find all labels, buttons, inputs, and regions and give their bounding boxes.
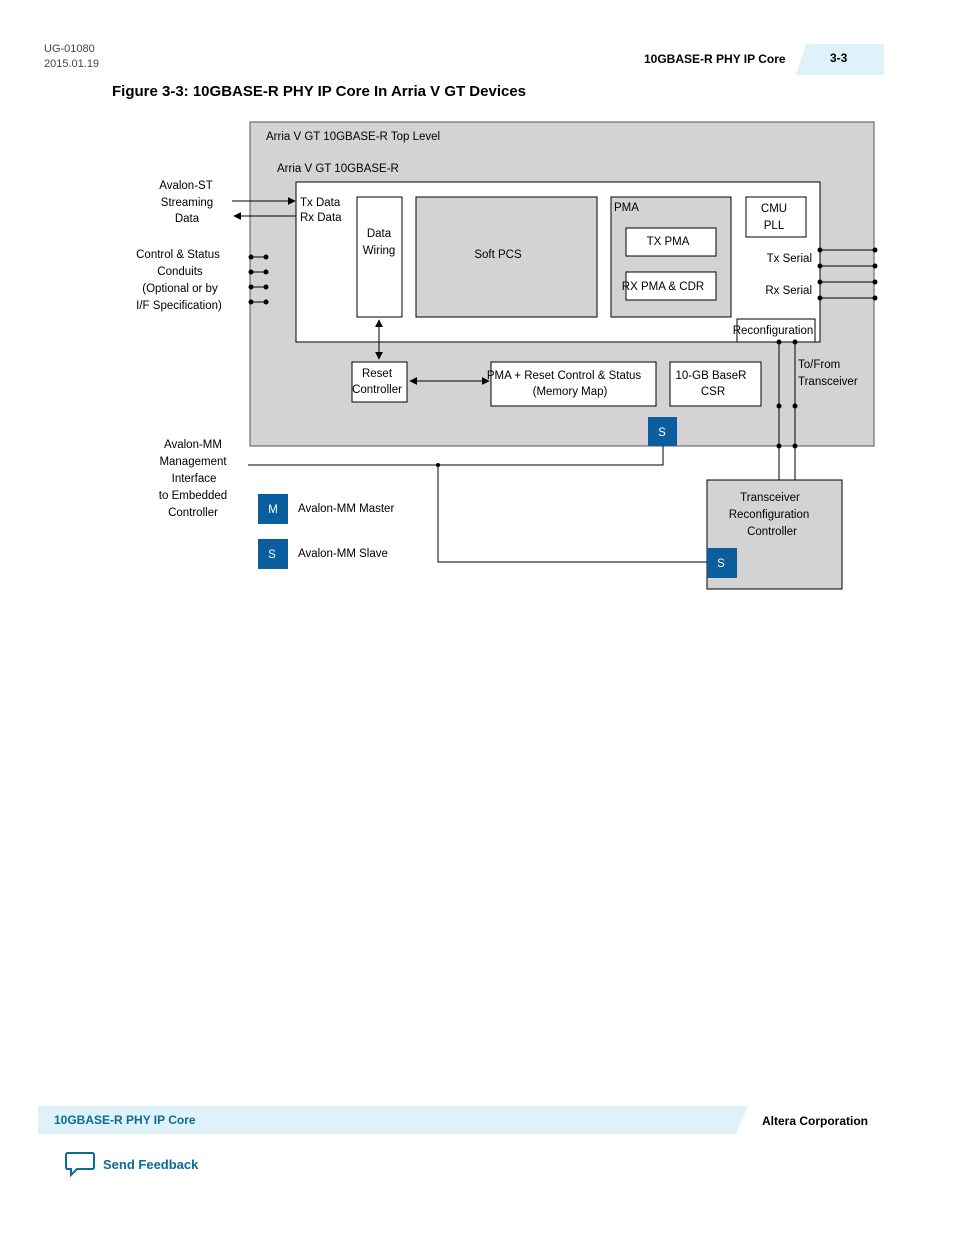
avalon-mm-line3: Interface (172, 473, 217, 485)
rx-pma-cdr-label: RX PMA & CDR (622, 281, 704, 293)
footer-band (38, 1106, 748, 1134)
footer-company: Altera Corporation (762, 1114, 869, 1128)
reconfig-lines (776, 339, 798, 480)
control-status-conduits (248, 254, 269, 305)
avalon-mm-line1: Avalon-MM (164, 439, 222, 451)
page-number-tab: 3-3 (796, 44, 884, 75)
tx-pma-label: TX PMA (647, 236, 690, 248)
top-slave-badge (648, 417, 677, 446)
avalon-st-line2: Streaming (161, 197, 213, 209)
cmu-pll-line1: CMU (761, 203, 787, 215)
pma-reset-control-line1: PMA + Reset Control & Status (487, 370, 642, 382)
page-number: 3-3 (830, 51, 848, 65)
csr-block (669, 361, 762, 407)
reconfiguration-label: Reconfiguration (733, 325, 814, 337)
control-status-line1: Control & Status (136, 249, 220, 261)
pma-reset-control-block (490, 361, 657, 407)
reset-controller-line1: Reset (362, 368, 393, 380)
footer-band-shape (38, 1106, 748, 1134)
rx-pma-cdr-block (625, 271, 717, 301)
csr-line1: 10-GB BaseR (676, 370, 747, 382)
data-wiring-block (356, 196, 403, 318)
top-slave-badge-label: S (658, 427, 666, 439)
legend-slave-badge-label: S (268, 549, 276, 561)
pma-label: PMA (614, 202, 639, 214)
header-section-title: 10GBASE-R PHY IP Core (644, 52, 786, 66)
footer-section-title: 10GBASE-R PHY IP Core (54, 1113, 196, 1127)
top-level-label: Arria V GT 10GBASE-R Top Level (266, 131, 440, 143)
inner-block-label: Arria V GT 10GBASE-R (277, 163, 399, 175)
management-bus-junction (436, 463, 440, 467)
avalon-mm-line4: to Embedded (159, 490, 227, 502)
document-id-block: UG-01080 2015.01.19 (44, 42, 99, 72)
figure-title: Figure 3-3: 10GBASE-R PHY IP Core In Arr… (112, 83, 527, 100)
transceiver-reconfig-line1: Transceiver (740, 492, 800, 504)
tx-serial-label: Tx Serial (767, 253, 812, 265)
cmu-pll-line2: PLL (764, 220, 785, 232)
csr-line2: CSR (701, 386, 725, 398)
legend-master-badge (258, 494, 288, 524)
avalon-mm-line2: Management (159, 456, 227, 468)
soft-pcs-label: Soft PCS (474, 249, 522, 261)
avalon-st-line3: Data (175, 213, 200, 225)
legend-master-label: Avalon-MM Master (298, 503, 394, 515)
send-feedback-label[interactable]: Send Feedback (103, 1156, 199, 1172)
feedback-icon (65, 1152, 95, 1178)
reset-controller-block (351, 361, 408, 403)
control-status-line4: I/F Specification) (136, 300, 222, 312)
reset-controller-line2: Controller (352, 384, 402, 396)
data-wiring-line2: Wiring (363, 245, 396, 257)
reconfiguration-block (736, 318, 816, 343)
avalon-st-line1: Avalon-ST (159, 180, 212, 192)
avalon-mm-line5: Controller (168, 507, 218, 519)
tx-data-label: Tx Data (300, 197, 341, 209)
cmu-pll-block (745, 196, 807, 238)
legend-slave-label: Avalon-MM Slave (298, 548, 388, 560)
data-wiring-line1: Data (367, 228, 392, 240)
page-tab-shape (796, 44, 884, 75)
control-status-line3: (Optional or by (142, 283, 218, 295)
to-from-line1: To/From (798, 359, 840, 371)
rx-data-label: Rx Data (300, 212, 342, 224)
rx-serial-label: Rx Serial (765, 285, 812, 297)
block-diagram: Arria V GT 10GBASE-R Top Level Arria V G… (136, 121, 878, 590)
tx-pma-block (625, 227, 717, 257)
soft-pcs-block (415, 196, 598, 318)
transceiver-reconfig-line3: Controller (747, 526, 797, 538)
send-feedback-link[interactable]: Send Feedback (64, 1150, 198, 1178)
control-status-line2: Conduits (157, 266, 203, 278)
transceiver-reconfig-line2: Reconfiguration (729, 509, 810, 521)
pma-reset-control-line2: (Memory Map) (533, 386, 608, 398)
controller-slave-badge-label: S (717, 558, 725, 570)
controller-slave-badge (707, 548, 737, 578)
legend-slave-badge (258, 539, 288, 569)
document-id: UG-01080 (44, 43, 95, 55)
legend-master-badge-label: M (268, 504, 278, 516)
document-date: 2015.01.19 (44, 58, 100, 70)
to-from-line2: Transceiver (798, 376, 858, 388)
serial-lines (817, 247, 878, 301)
management-bus-lines (248, 446, 708, 563)
